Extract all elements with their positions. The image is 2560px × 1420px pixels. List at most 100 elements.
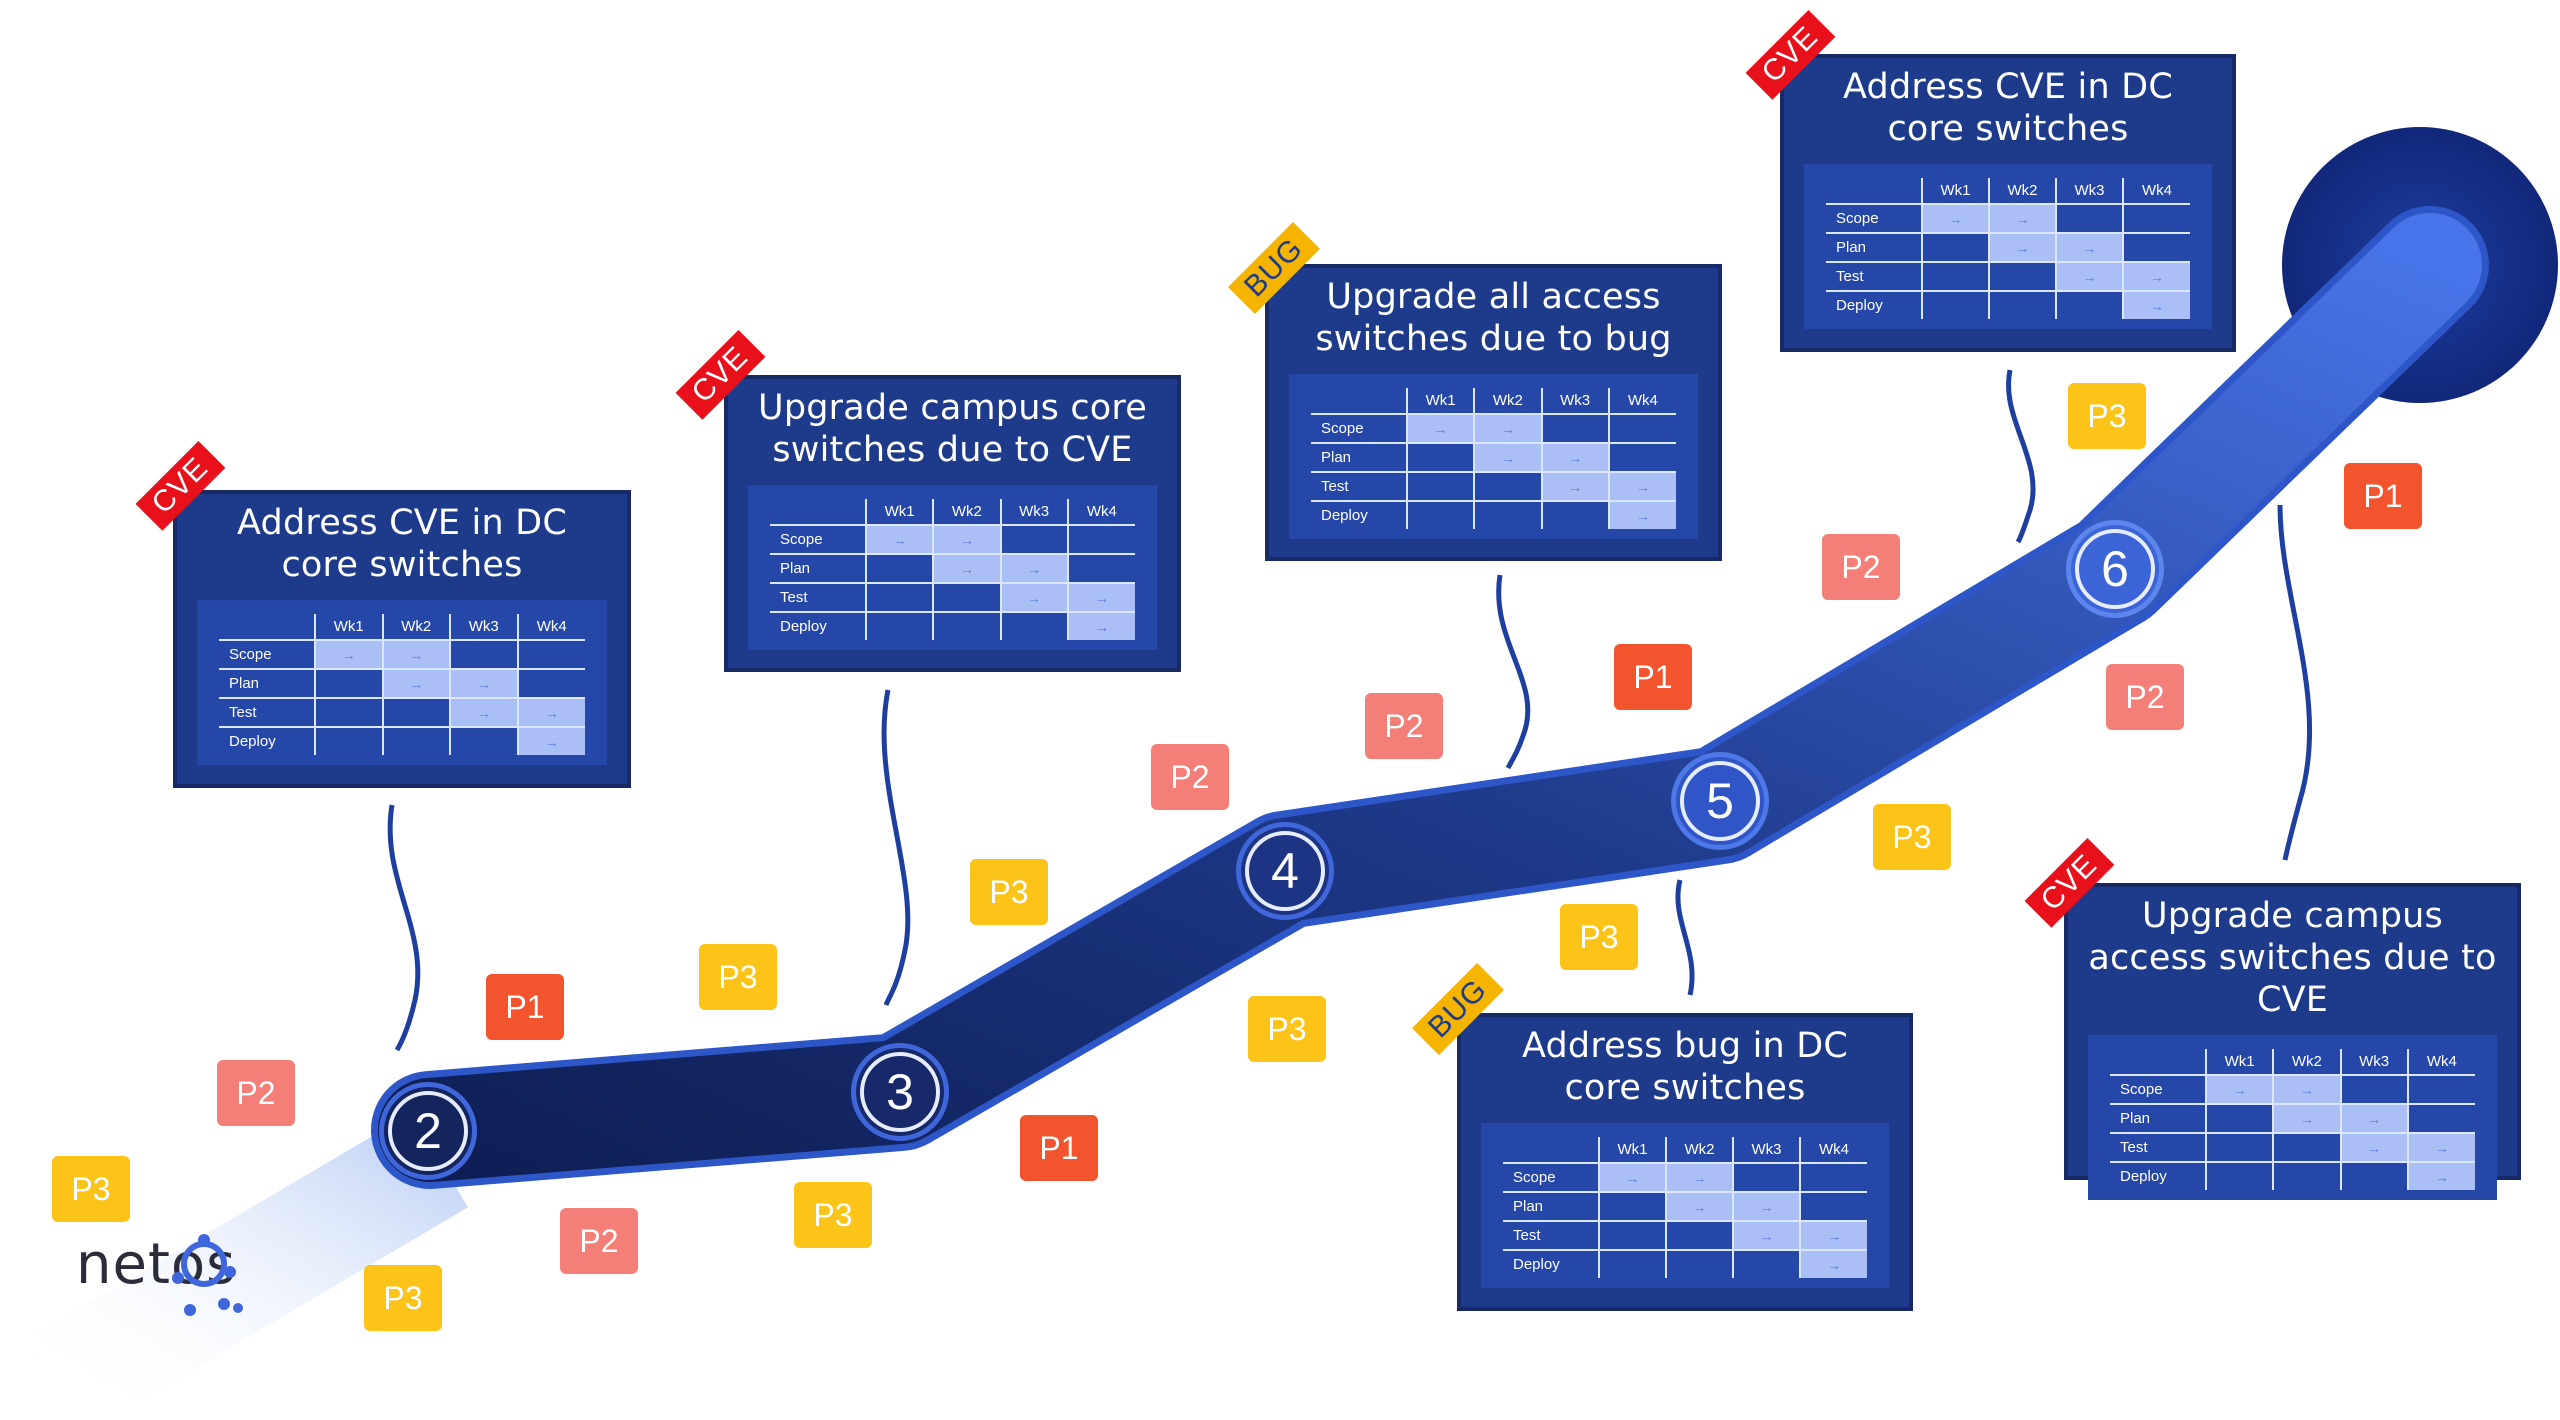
gantt-cell — [1799, 1192, 1867, 1222]
gantt-cell: → — [1732, 1192, 1800, 1222]
gantt-cell — [932, 583, 1001, 613]
gantt-week-header: Wk1 — [1921, 178, 1989, 205]
gantt-row-label: Plan — [1826, 233, 1922, 263]
gantt-cell: → — [1988, 233, 2056, 263]
gantt-week-header: Wk1 — [314, 614, 383, 641]
gantt-corner — [1826, 178, 1922, 205]
gantt-cell — [1988, 291, 2056, 319]
gantt-cell: → — [2406, 1133, 2475, 1163]
gantt-cell: → — [2122, 291, 2190, 319]
gantt-row-label: Scope — [2110, 1075, 2206, 1105]
gantt-cell — [2204, 1133, 2274, 1163]
gantt-cell — [2055, 291, 2123, 319]
gantt-cell: → — [2406, 1162, 2475, 1190]
gantt-row-label: Test — [219, 698, 315, 728]
gantt-cell — [1473, 472, 1542, 502]
gantt-week-header: Wk2 — [932, 499, 1001, 526]
gantt-cell — [1405, 443, 1475, 473]
card-title: Upgrade all access switches due to bug — [1315, 277, 1672, 359]
gantt-week-header: Wk3 — [999, 499, 1068, 526]
gantt-cell — [2272, 1162, 2341, 1190]
gantt-cell: → — [932, 554, 1001, 584]
card-3: Upgrade all access switches due to bug W… — [1265, 264, 1722, 561]
gantt-corner — [1311, 388, 1407, 415]
gantt-row-label: Scope — [770, 525, 866, 555]
gantt-cell — [2055, 204, 2123, 234]
gantt-cell: → — [449, 669, 518, 699]
gantt-cell: → — [1799, 1250, 1867, 1278]
gantt-cell — [516, 669, 585, 699]
priority-badge: P2 — [1822, 534, 1900, 600]
priority-badge: P3 — [1248, 996, 1326, 1062]
gantt-week-header: Wk2 — [1473, 388, 1542, 415]
gantt-row-label: Plan — [1311, 443, 1407, 473]
gantt-cell: → — [1540, 443, 1609, 473]
connector-1 — [387, 804, 421, 1052]
gantt-week-header: Wk4 — [516, 614, 585, 641]
gantt-cell: → — [2055, 233, 2123, 263]
gantt-week-header: Wk4 — [1799, 1137, 1867, 1164]
gantt-cell — [1732, 1163, 1800, 1193]
gantt-cell: → — [2339, 1133, 2408, 1163]
gantt-cell: → — [1405, 414, 1475, 444]
gantt-cell: → — [1799, 1221, 1867, 1251]
gantt-row-label: Scope — [1826, 204, 1922, 234]
gantt-cell — [2339, 1162, 2408, 1190]
gantt-row-label: Deploy — [229, 733, 276, 750]
gantt-cell: → — [516, 698, 585, 728]
gantt-week-header: Wk1 — [2204, 1049, 2274, 1076]
gantt-cell: → — [1921, 204, 1989, 234]
gantt-cell — [1405, 472, 1475, 502]
priority-badge: P3 — [2068, 383, 2146, 449]
gantt-cell — [314, 669, 383, 699]
priority-badge: P2 — [217, 1060, 295, 1126]
gantt-week-header: Wk2 — [1665, 1137, 1733, 1164]
priority-badge: P3 — [970, 859, 1048, 925]
gantt-cell: → — [2272, 1104, 2341, 1134]
gantt-cell — [1540, 414, 1609, 444]
gantt-cell — [1988, 262, 2056, 292]
gantt-cell — [1665, 1221, 1733, 1251]
gantt-cell: → — [1665, 1163, 1733, 1193]
gantt-week-header: Wk1 — [864, 499, 934, 526]
milestone-2: 2 — [379, 1082, 477, 1180]
gantt-cell — [381, 698, 450, 728]
gantt-cell: → — [516, 727, 585, 755]
gantt-cell — [1799, 1163, 1867, 1193]
gantt-week-header: Wk4 — [2122, 178, 2190, 205]
gantt-cell — [314, 698, 383, 728]
gantt-row-label: Test — [1826, 262, 1922, 292]
connector-6 — [2277, 504, 2313, 861]
card-title: Address CVE in DC core switches — [237, 503, 567, 585]
gantt-row-label: Deploy — [780, 618, 827, 635]
gantt-cell: → — [314, 640, 383, 670]
priority-badge: P2 — [1365, 693, 1443, 759]
gantt-cell — [999, 612, 1068, 640]
milestone-6: 6 — [2066, 520, 2164, 618]
priority-badge: P3 — [1873, 804, 1951, 870]
gantt-cell — [864, 554, 934, 584]
card-2: Upgrade campus core switches due to CVE … — [724, 375, 1181, 672]
gantt-week-header: Wk3 — [2339, 1049, 2408, 1076]
gantt-cell — [449, 640, 518, 670]
gantt-cell — [1598, 1250, 1666, 1278]
priority-badge: P2 — [1151, 744, 1229, 810]
priority-badge: P1 — [2344, 463, 2422, 529]
gantt-cell — [516, 640, 585, 670]
gantt-cell: → — [2339, 1104, 2408, 1134]
gantt-row-label: Scope — [1503, 1163, 1599, 1193]
gantt-cell — [1405, 501, 1475, 529]
gantt-cell — [2339, 1075, 2408, 1105]
road-surface — [378, 213, 2482, 1182]
gantt-cell: → — [1066, 583, 1135, 613]
gantt-cell — [1921, 291, 1989, 319]
priority-badge: P1 — [1614, 644, 1692, 710]
gantt-cell — [2406, 1104, 2475, 1134]
gantt-cell — [1921, 233, 1989, 263]
